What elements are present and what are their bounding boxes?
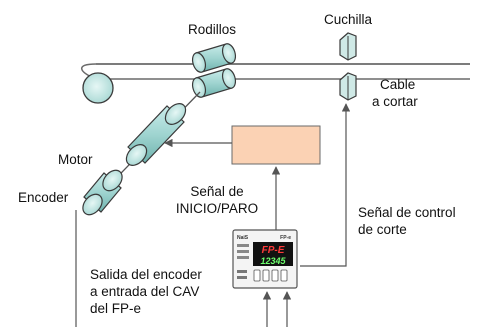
encoder-output-label-line2: a entrada del CAV (90, 284, 200, 299)
arrow-cut-control (300, 103, 351, 267)
cutter-label: Cuchilla (324, 12, 373, 27)
encoder-output-label-line3: del FP-e (90, 301, 142, 316)
fp-e-brand: NaiS (237, 235, 249, 241)
motor (125, 103, 187, 166)
fp-e-model: FP-e (280, 235, 291, 241)
encoder (82, 169, 123, 216)
start-stop-label-line2: INICIO/PARO (175, 201, 259, 216)
fp-e-display-bottom: 12345 (260, 256, 286, 266)
roller-upper (191, 43, 237, 73)
roller-lower (191, 68, 237, 98)
fp-e-display-top: FP-E (262, 245, 285, 256)
cable-label-line2: a cortar (372, 94, 418, 109)
cut-control-label-line2: de corte (358, 222, 407, 237)
cable-label-line1: Cable (380, 77, 416, 92)
cut-control-label-line1: Señal de control (358, 205, 456, 220)
rollers-label: Rodillos (188, 22, 237, 37)
fp-e-display (253, 242, 293, 266)
start-stop-label-line1: Señal de (190, 184, 244, 199)
left-pulley (82, 72, 114, 104)
encoder-label: Encoder (18, 190, 69, 205)
cutter-blade-lower (339, 72, 357, 101)
cutter-blade-upper (339, 32, 357, 61)
fp-e-buttons (253, 269, 288, 282)
encoder-output-label-line1: Salida del encoder (90, 267, 202, 282)
controller-box (231, 125, 321, 165)
fp-e-controller: NaiS FP-e FP-E 12345 (232, 229, 298, 289)
motor-label: Motor (58, 152, 93, 167)
